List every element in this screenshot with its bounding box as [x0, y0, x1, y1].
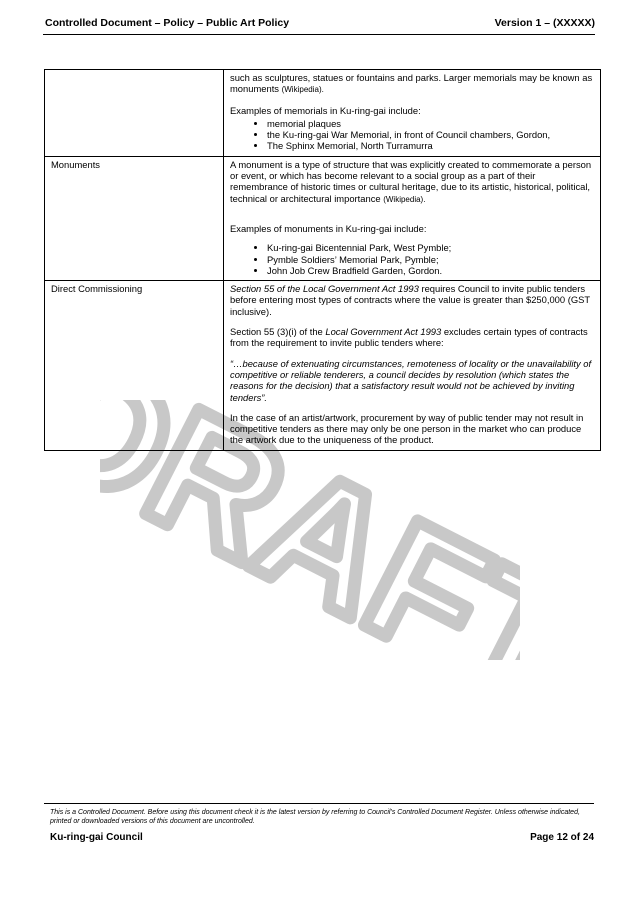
- direct-commissioning-para-2: Section 55 (3)(i) of the Local Governmen…: [230, 326, 588, 349]
- table-row: such as sculptures, statues or fountains…: [44, 69, 601, 157]
- list-item: Ku-ring-gai Bicentennial Park, West Pymb…: [267, 242, 594, 253]
- monuments-list: Ku-ring-gai Bicentennial Park, West Pymb…: [230, 242, 594, 276]
- list-item: The Sphinx Memorial, North Turramurra: [267, 140, 594, 151]
- table-row: Direct Commissioning Section 55 of the L…: [44, 280, 601, 451]
- direct-commissioning-para-4: In the case of an artist/artwork, procur…: [230, 411, 584, 446]
- memorials-examples-intro: Examples of memorials in Ku-ring-gai inc…: [230, 104, 421, 116]
- direct-commissioning-para-1: Section 55 of the Local Government Act 1…: [230, 283, 590, 317]
- table-row: Monuments A monument is a type of struct…: [44, 155, 601, 282]
- definition-cell: such as sculptures, statues or fountains…: [223, 69, 601, 157]
- term-cell: Monuments: [44, 155, 224, 282]
- list-item: Pymble Soldiers’ Memorial Park, Pymble;: [267, 254, 594, 265]
- list-item: the Ku-ring-gai War Memorial, in front o…: [267, 129, 594, 140]
- memorials-definition: such as sculptures, statues or fountains…: [230, 72, 593, 95]
- footer-page-number: Page 12 of 24: [530, 832, 594, 843]
- monuments-definition: A monument is a type of structure that w…: [230, 158, 592, 204]
- list-item: John Job Crew Bradfield Garden, Gordon.: [267, 265, 594, 276]
- memorials-list: memorial plaques the Ku-ring-gai War Mem…: [230, 118, 594, 152]
- direct-commissioning-quote: “…because of extenuating circumstances, …: [230, 357, 592, 403]
- footer-organisation: Ku-ring-gai Council: [50, 832, 143, 843]
- term-cell: Direct Commissioning: [44, 280, 224, 451]
- footer-disclaimer: This is a Controlled Document. Before us…: [50, 809, 580, 825]
- monuments-examples-intro: Examples of monuments in Ku-ring-gai inc…: [230, 222, 427, 234]
- definition-cell: A monument is a type of structure that w…: [223, 155, 601, 282]
- header-version: Version 1 – (XXXXX): [494, 17, 595, 29]
- footer-divider: [44, 803, 594, 804]
- page-header: Controlled Document – Policy – Public Ar…: [43, 14, 595, 35]
- term-cell: [44, 69, 224, 157]
- definitions-table: such as sculptures, statues or fountains…: [44, 69, 601, 451]
- definition-cell: Section 55 of the Local Government Act 1…: [223, 280, 601, 451]
- list-item: memorial plaques: [267, 118, 594, 129]
- header-document-title: Controlled Document – Policy – Public Ar…: [45, 17, 290, 29]
